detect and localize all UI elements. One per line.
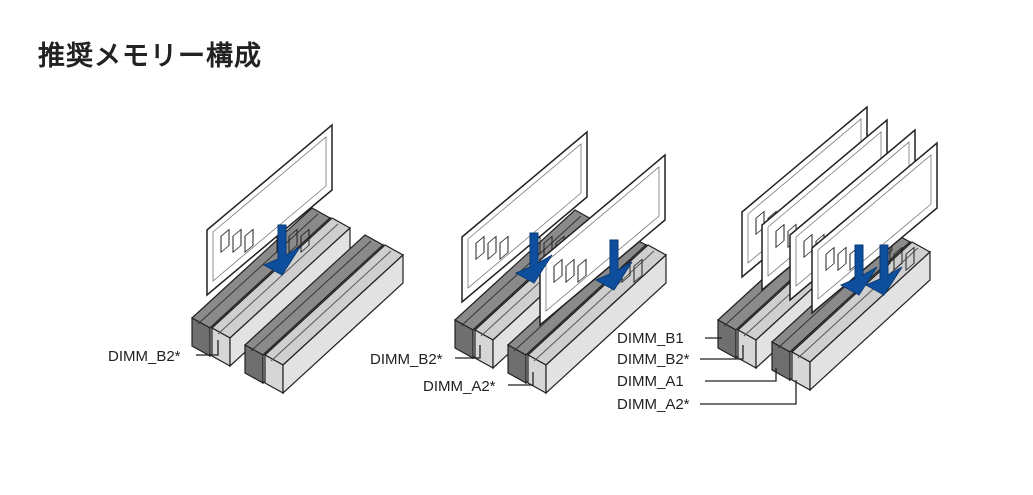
leader-line [455, 345, 481, 359]
label-dimm: DIMM_A2* [617, 396, 690, 413]
leader-line [196, 340, 219, 356]
label-dimm: DIMM_B2* [370, 351, 443, 368]
leader-line [700, 380, 797, 405]
config-3: DIMM_B1 DIMM_B2* DIMM_A1 DIMM_A2* [617, 106, 938, 413]
leader-line [508, 372, 534, 386]
label-dimm: DIMM_A2* [423, 378, 496, 395]
config-2: DIMM_B2* DIMM_A2* [370, 131, 667, 395]
config-1: DIMM_B2* [108, 124, 404, 394]
label-dimm: DIMM_B2* [108, 348, 181, 365]
page-title: 推奨メモリー構成 [38, 41, 262, 72]
label-dimm: DIMM_B1 [617, 330, 684, 347]
leader-line [700, 345, 744, 360]
label-dimm: DIMM_B2* [617, 351, 690, 368]
leader-line [705, 368, 777, 382]
label-dimm: DIMM_A1 [617, 373, 684, 390]
